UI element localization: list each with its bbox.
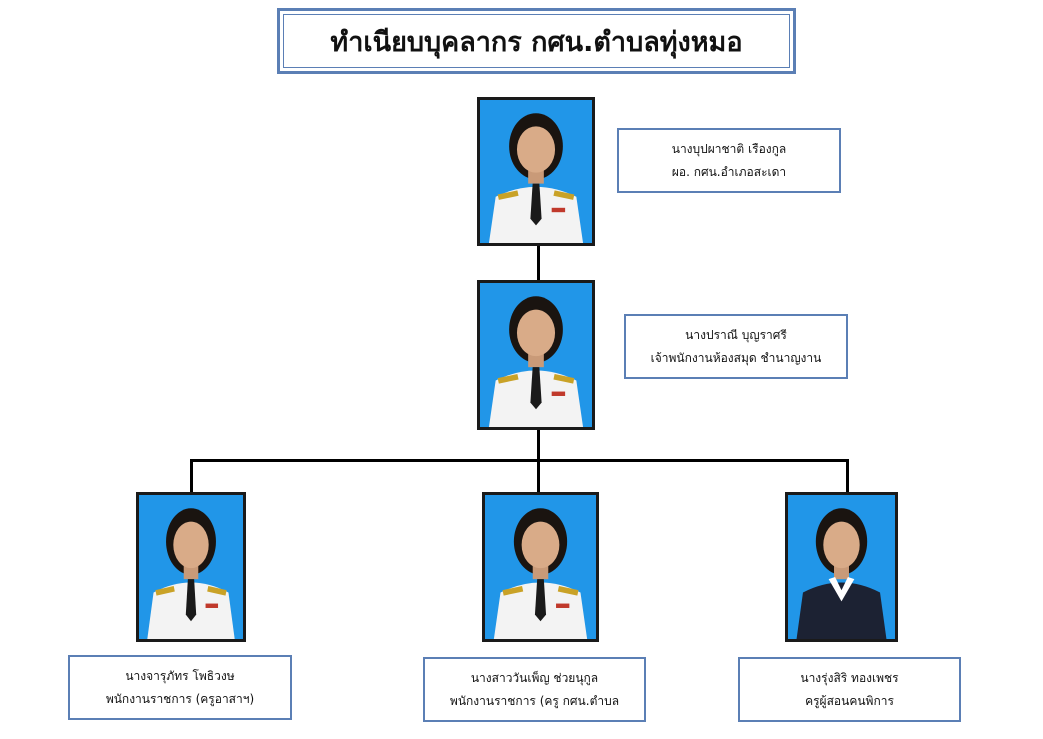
title-box: ทำเนียบบุคลากร กศน.ตำบลทุ่งหมอ — [277, 8, 796, 74]
page-title: ทำเนียบบุคลากร กศน.ตำบลทุ่งหมอ — [283, 14, 790, 68]
person-position: เจ้าพนักงานห้องสมุด ชำนาญงาน — [650, 350, 822, 365]
photo-librarian — [477, 280, 595, 430]
label-director: นางบุปผาชาติ เรืองกูล ผอ. กศน.อำเภอสะเดา — [617, 128, 841, 193]
person-name: นางปราณี บุญราศรี — [685, 327, 787, 342]
label-teacher-right: นางรุ่งสิริ ทองเพชร ครูผู้สอนคนพิการ — [738, 657, 961, 722]
person-name: นางบุปผาชาติ เรืองกูล — [671, 141, 787, 156]
connector-horizontal-bar — [190, 459, 849, 462]
person-position: พนักงานราชการ (ครูอาสาฯ) — [105, 691, 255, 706]
connector-director-to-librarian — [537, 244, 540, 281]
label-librarian: นางปราณี บุญราศรี เจ้าพนักงานห้องสมุด ชำ… — [624, 314, 848, 379]
label-teacher-left: นางจารุภัทร โพธิวงษ พนักงานราชการ (ครูอา… — [68, 655, 292, 720]
connector-bar-to-right — [846, 459, 849, 494]
connector-bar-to-center — [537, 459, 540, 494]
photo-director — [477, 97, 595, 246]
photo-teacher-center — [482, 492, 599, 642]
connector-bar-to-left — [190, 459, 193, 494]
portrait-icon — [788, 495, 895, 639]
connector-librarian-to-bar — [537, 428, 540, 461]
photo-teacher-right — [785, 492, 898, 642]
portrait-icon — [485, 495, 596, 639]
photo-teacher-left — [136, 492, 246, 642]
portrait-icon — [480, 100, 592, 243]
portrait-icon — [480, 283, 592, 427]
person-position: ผอ. กศน.อำเภอสะเดา — [671, 164, 787, 179]
person-name: นางรุ่งสิริ ทองเพชร — [800, 670, 899, 685]
person-name: นางสาววันเพ็ญ ช่วยนุกูล — [470, 670, 599, 685]
person-position: ครูผู้สอนคนพิการ — [805, 693, 894, 708]
label-teacher-center: นางสาววันเพ็ญ ช่วยนุกูล พนักงานราชการ (ค… — [423, 657, 646, 722]
person-position: พนักงานราชการ (ครู กศน.ตำบล — [449, 693, 620, 708]
person-name: นางจารุภัทร โพธิวงษ — [125, 668, 235, 683]
portrait-icon — [139, 495, 243, 639]
